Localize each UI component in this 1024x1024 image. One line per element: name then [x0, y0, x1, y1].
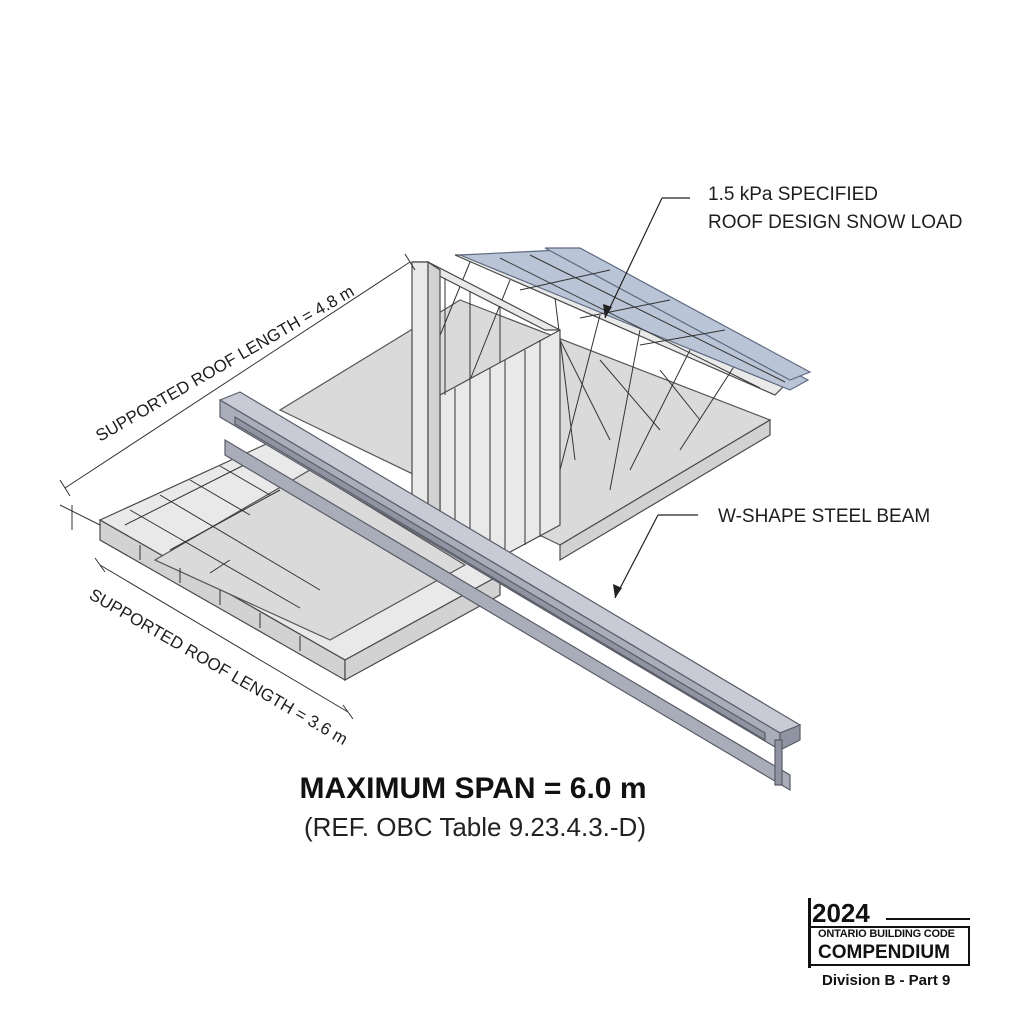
badge-line2: COMPENDIUM [818, 942, 950, 963]
snow-load-line1: 1.5 kPa SPECIFIED [708, 184, 878, 205]
badge-line1: ONTARIO BUILDING CODE [818, 928, 955, 940]
steel-beam [218, 391, 802, 792]
badge-division: Division B - Part 9 [822, 972, 951, 989]
badge-top-rule [886, 918, 970, 920]
beam-label: W-SHAPE STEEL BEAM [718, 506, 930, 527]
snow-load-line2: ROOF DESIGN SNOW LOAD [708, 212, 962, 233]
badge-box [808, 926, 970, 966]
lower-joist-platform [98, 439, 502, 682]
callout-snow-load: 1.5 kPa SPECIFIED ROOF DESIGN SNOW LOAD [603, 184, 962, 319]
badge-bar [808, 898, 811, 968]
compendium-badge: 2024 ONTARIO BUILDING CODE COMPENDIUM Di… [808, 898, 974, 996]
callout-steel-beam: W-SHAPE STEEL BEAM [613, 506, 930, 599]
span-title: MAXIMUM SPAN = 6.0 m [299, 772, 646, 805]
span-reference: (REF. OBC Table 9.23.4.3.-D) [304, 812, 646, 842]
badge-year: 2024 [812, 898, 870, 928]
roof-sheathing [459, 247, 812, 391]
